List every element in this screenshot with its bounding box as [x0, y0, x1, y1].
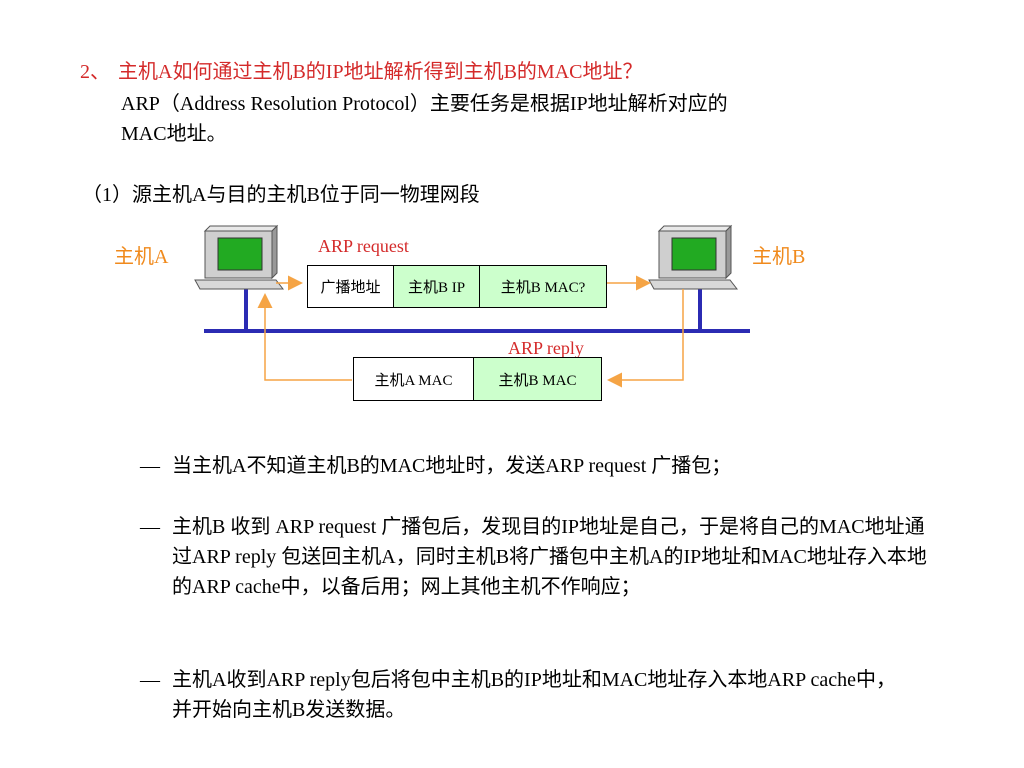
- reply-field-target-mac: 主机B MAC: [473, 357, 602, 401]
- bullet-2: — 主机B 收到 ARP request 广播包后，发现目的IP地址是自己，于是…: [140, 512, 930, 602]
- reply-arrow-from-b: [607, 289, 684, 388]
- bullet-dash: —: [140, 669, 160, 691]
- intro-line-1: ARP（Address Resolution Protocol）主要任务是根据I…: [121, 93, 728, 115]
- heading-number: 2、: [80, 61, 110, 83]
- request-field-broadcast: 广播地址: [307, 265, 394, 308]
- bullet-3: — 主机A收到ARP reply包后将包中主机B的IP地址和MAC地址存入本地A…: [140, 665, 910, 725]
- bullet-dash: —: [140, 455, 160, 477]
- reply-arrow-to-a: [257, 293, 352, 381]
- host-a-label: 主机A: [114, 246, 169, 268]
- bullet-text: 主机B 收到 ARP request 广播包后，发现目的IP地址是自己，于是将自…: [172, 516, 927, 598]
- request-field-target-mac: 主机B MAC?: [479, 265, 607, 308]
- bullet-text: 当主机A不知道主机B的MAC地址时，发送ARP request 广播包；: [172, 455, 732, 477]
- computer-icon-host-a: [194, 224, 285, 290]
- request-field-target-ip: 主机B IP: [393, 265, 480, 308]
- bullet-dash: —: [140, 516, 160, 538]
- host-b-label: 主机B: [752, 246, 806, 268]
- subheading: （1）源主机A与目的主机B位于同一物理网段: [82, 184, 480, 206]
- bullet-1: — 当主机A不知道主机B的MAC地址时，发送ARP request 广播包；: [140, 451, 940, 481]
- arp-reply-label: ARP reply: [508, 338, 584, 358]
- computer-icon-host-b: [648, 224, 739, 290]
- reply-field-sender-mac: 主机A MAC: [353, 357, 474, 401]
- intro-line-2: MAC地址。: [121, 123, 227, 145]
- heading-question: 主机A如何通过主机B的IP地址解析得到主机B的MAC地址？: [118, 61, 643, 83]
- bullet-text: 主机A收到ARP reply包后将包中主机B的IP地址和MAC地址存入本地ARP…: [172, 669, 897, 721]
- arp-request-label: ARP request: [318, 236, 409, 256]
